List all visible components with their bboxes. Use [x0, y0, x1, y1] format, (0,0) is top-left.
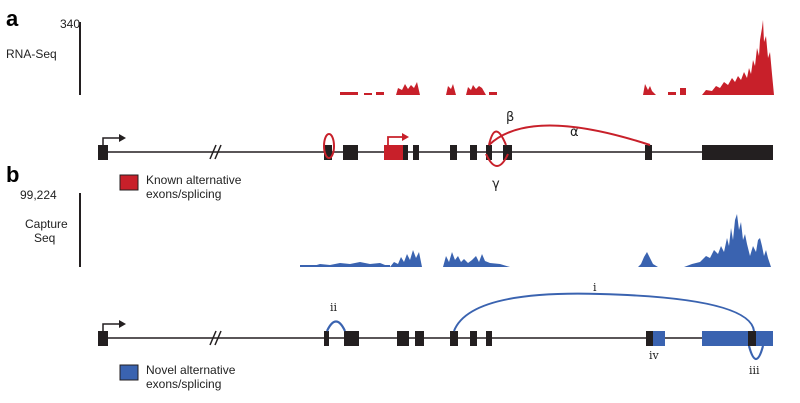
splice-arc-alpha	[488, 124, 651, 146]
coverage-bar	[668, 92, 676, 95]
panel-a-scale-max: 340	[60, 17, 80, 31]
legend-novel-line1: Novel alternative	[146, 363, 236, 377]
legend-swatch-novel	[119, 364, 139, 381]
coverage-peak	[390, 250, 422, 267]
exon	[324, 145, 332, 160]
panel-b-track-label-line2: Seq	[34, 231, 55, 245]
splice-label-alpha: α	[570, 125, 579, 140]
legend-swatch-known	[119, 174, 139, 191]
exon	[98, 145, 108, 160]
splice-arc-i	[453, 292, 755, 332]
coverage-bar	[340, 92, 358, 95]
panel-b-letter: b	[6, 162, 19, 187]
exon	[324, 331, 329, 346]
coverage-peak	[643, 84, 656, 95]
exon	[748, 331, 756, 346]
known-alternative-exon	[384, 145, 403, 160]
tss-arrow-head-icon	[119, 320, 126, 328]
coverage-peak	[446, 84, 456, 95]
novel-alternative-exon	[702, 331, 748, 346]
exon	[397, 331, 409, 346]
coverage-peak	[443, 252, 510, 267]
coverage-peak	[638, 252, 658, 267]
splice-label-ii: ii	[330, 301, 338, 314]
splice-arc-ii	[326, 320, 346, 332]
novel-alternative-exon	[756, 331, 773, 346]
coverage-bar	[680, 88, 686, 95]
panel-b-scale-max: 99,224	[20, 188, 57, 202]
gene-model-a: β α γ	[98, 110, 773, 192]
axis-break-icon	[214, 144, 222, 160]
exon	[413, 145, 419, 160]
coverage-peak	[466, 85, 486, 95]
exon	[470, 145, 477, 160]
exon	[645, 145, 652, 160]
legend-known-line1: Known alternative	[146, 173, 242, 187]
exon	[470, 331, 477, 346]
legend-known-line2: exons/splicing	[146, 187, 221, 201]
splice-label-iv: iv	[649, 349, 660, 362]
novel-alternative-exon	[653, 331, 665, 346]
splice-label-iii: iii	[749, 364, 760, 377]
coverage-bar	[364, 93, 372, 95]
tss-arrow-head-icon	[119, 134, 126, 142]
known-splice-loop	[323, 133, 335, 159]
coverage-bar	[489, 92, 497, 95]
axis-break-icon	[209, 330, 217, 346]
exon	[98, 331, 108, 346]
exon	[403, 145, 408, 160]
panel-a-track-label: RNA-Seq	[6, 47, 57, 61]
exon	[415, 331, 424, 346]
gene-model-b: i ii iii iv	[98, 281, 773, 377]
panel-a-letter: a	[6, 6, 19, 31]
coverage-bar	[376, 92, 384, 95]
splice-arc-beta	[488, 130, 507, 146]
coverage-peak	[702, 20, 774, 95]
exon	[486, 331, 492, 346]
alt-tss-arrow-icon	[387, 136, 402, 145]
exon	[344, 331, 359, 346]
exon	[450, 331, 458, 346]
coverage-peak	[396, 82, 420, 95]
exon	[503, 145, 512, 160]
exon	[486, 145, 492, 160]
rna-seq-coverage-track	[340, 20, 774, 95]
coverage-peak	[684, 214, 771, 267]
splice-arc-iii	[747, 345, 765, 361]
splice-label-beta: β	[506, 110, 514, 125]
splice-arc-gamma	[485, 153, 509, 167]
exon	[646, 331, 653, 346]
legend-novel-line2: exons/splicing	[146, 377, 221, 391]
alt-tss-arrow-head-icon	[402, 133, 409, 141]
splice-label-i: i	[593, 281, 597, 294]
panel-b-track-label-line1: Capture	[25, 217, 68, 231]
exon	[343, 145, 358, 160]
axis-break-icon	[214, 330, 222, 346]
exon	[450, 145, 457, 160]
capture-seq-coverage-track	[300, 214, 771, 267]
coverage-peak	[310, 262, 390, 267]
axis-break-icon	[209, 144, 217, 160]
splice-label-gamma: γ	[492, 177, 500, 192]
exon	[702, 145, 773, 160]
